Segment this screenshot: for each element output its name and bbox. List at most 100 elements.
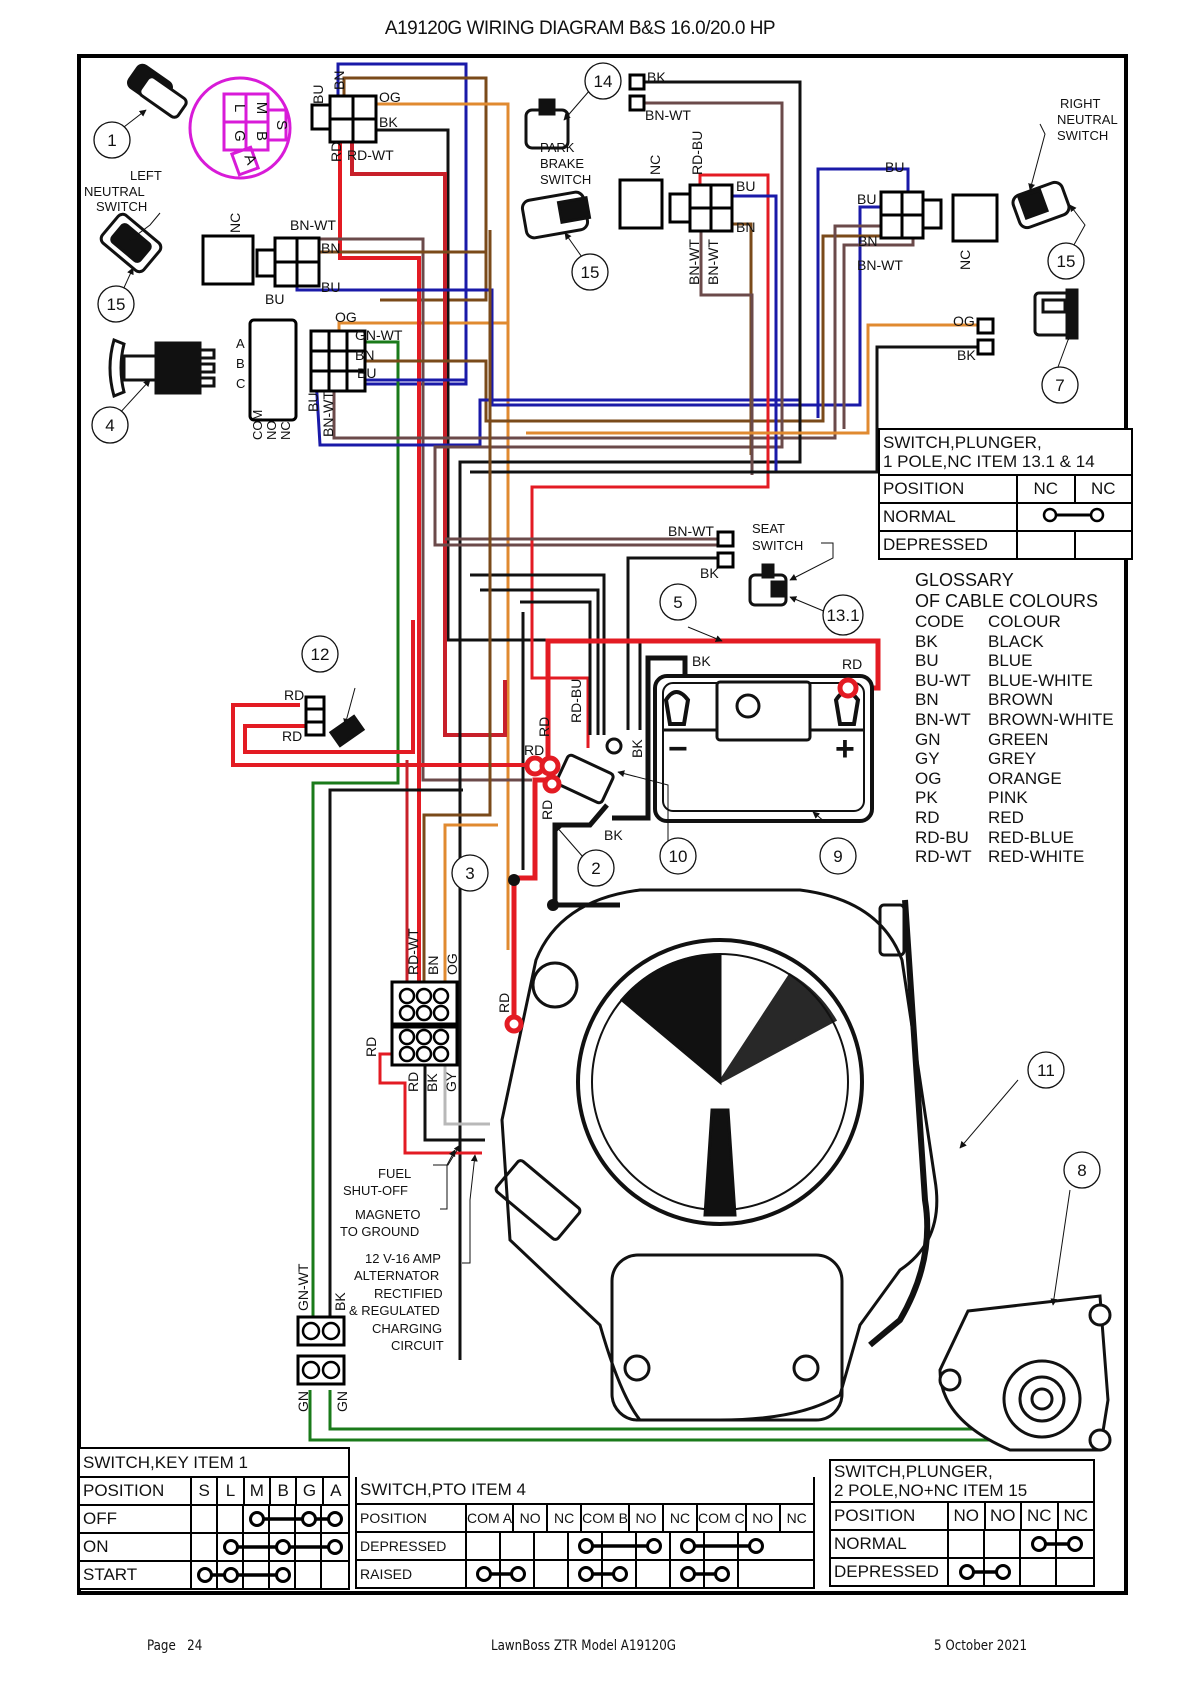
contact-point [959, 1564, 975, 1580]
pto-switch-contacts [465, 1559, 815, 1589]
p1-h-position: POSITION [878, 474, 1018, 504]
wire-bk-alt [328, 788, 463, 1343]
key-switch-contacts [190, 1532, 350, 1562]
contact-point [578, 1566, 594, 1582]
label-clutch-gn1: GN [295, 1391, 311, 1412]
magneto-label-1: MAGNETO [355, 1207, 421, 1222]
pto-pin-com: COM [250, 410, 265, 440]
label-starter-rd: RD [496, 993, 512, 1013]
pto-switch-row-label: RAISED [355, 1559, 467, 1589]
plunger-2pole-header-cell: POSITION [829, 1501, 949, 1531]
park-brake-switch-icon [520, 98, 592, 240]
label-key-rd: RD [328, 142, 344, 162]
wire-bu-pto2 [314, 377, 800, 447]
label-rn-bu: BU [857, 191, 876, 207]
key-switch-header-cell: M [242, 1476, 271, 1506]
contact-point [612, 1566, 628, 1582]
term-m: M [253, 102, 270, 115]
label-rn-bnwt: BN-WT [857, 257, 903, 273]
pto-switch-header-cell: NO [512, 1503, 549, 1533]
contact-point [327, 1511, 343, 1527]
glossary-code: GN [915, 729, 941, 749]
glossary-code: RD [915, 807, 940, 827]
key-switch-row: START [78, 1560, 350, 1590]
callout-12: 12 [311, 645, 330, 664]
wire-gy-eng [443, 1058, 490, 1126]
engine-icon [494, 888, 939, 1422]
label-bat-rd: RD [842, 656, 862, 672]
contact-point [275, 1567, 291, 1583]
label-sol-rdbu: RD-BU [568, 679, 584, 723]
term-g: G [231, 130, 248, 142]
wires [231, 62, 1046, 1442]
plunger-1pole-title: SWITCH,PLUNGER,1 POLE,NC ITEM 13.1 & 14 [878, 428, 1133, 476]
glossary-colour: RED-BLUE [988, 827, 1074, 847]
wire-gn-clutch1 [308, 1390, 1033, 1442]
glossary-code: BK [915, 631, 938, 651]
label-rn-bn: BN [858, 233, 877, 249]
rn-switch-body [951, 193, 999, 243]
plunger-2pole-row-label: DEPRESSED [829, 1557, 949, 1587]
p1-normal-contacts [1016, 502, 1133, 532]
contact-point [301, 1511, 317, 1527]
glossary-row: BU BLUE [915, 651, 1114, 671]
key-switch-row-label: ON [78, 1532, 192, 1562]
callout-10: 10 [669, 847, 688, 866]
label-pb-rdbu: RD-BU [689, 131, 705, 175]
key-switch-icon [127, 63, 188, 119]
plunger-2pole-header-cell: NO [947, 1501, 986, 1531]
key-switch-header-cell: G [295, 1476, 324, 1506]
callout-3: 3 [465, 864, 474, 883]
alt-label-5: CHARGING [372, 1321, 442, 1336]
wire-bk-battery [612, 655, 688, 821]
label-c12-rd2: RD [282, 728, 302, 744]
callout-circles [91, 62, 1101, 1189]
wire-labels: BU BN OG BK RD RD-WT NC BN-WT BN BU BU O… [227, 69, 976, 1412]
glossary-colour: GREEN [988, 729, 1049, 749]
seat-switch-label-2: SWITCH [752, 538, 803, 553]
glossary-code: BU [915, 651, 939, 671]
callout-8: 8 [1077, 1161, 1086, 1180]
wire-bk-bundle2 [480, 588, 600, 735]
pto-switch-contacts [465, 1531, 815, 1561]
glossary-colour: BLUE [988, 651, 1033, 671]
alt-connector [296, 1315, 346, 1347]
label-key-bn: BN [331, 71, 347, 90]
glossary-colour: BROWN [988, 690, 1054, 710]
right-neutral-label-3: SWITCH [1057, 128, 1108, 143]
label-eng-rd: RD [405, 1072, 421, 1092]
plunger-1pole-table: SWITCH,PLUNGER,1 POLE,NC ITEM 13.1 & 14 … [878, 428, 1133, 560]
callout-11: 11 [1037, 1061, 1055, 1080]
glossary-colour: GREY [988, 749, 1037, 769]
contact-diagram [216, 1534, 343, 1560]
key-switch-header-cell: B [268, 1476, 298, 1506]
glossary-header-colour: COLOUR [988, 612, 1061, 631]
footer-page: Page 24 [147, 1638, 202, 1654]
glossary-code: RD-WT [915, 847, 972, 867]
alt-label-2: ALTERNATOR [354, 1268, 439, 1283]
key-switch-row-label: START [78, 1560, 192, 1590]
glossary-code: BN-WT [915, 709, 971, 729]
wire-rd-12a [231, 703, 532, 767]
key-switch-header-cell: L [216, 1476, 245, 1506]
wire-bk-seat [626, 556, 722, 730]
park-brake-label-3: SWITCH [540, 172, 591, 187]
pto-switch-header-cell: COM C [696, 1503, 747, 1533]
hm-term-bk [976, 338, 995, 356]
battery-positive: + [835, 730, 855, 768]
label-ln-bn: BN [321, 240, 340, 256]
plunger-2pole-title: SWITCH,PLUNGER,2 POLE,NO+NC ITEM 15 [829, 1459, 1095, 1503]
contact-point [995, 1564, 1011, 1580]
callout-14: 14 [594, 72, 613, 91]
c12-connector [304, 695, 326, 737]
battery-negative: − [668, 730, 688, 768]
label-eng-bn: BN [425, 956, 441, 975]
label-seat-bnwt: BN-WT [668, 523, 714, 539]
wire-bnwt-14 [433, 101, 784, 547]
plunger-2pole-row: NORMAL [829, 1529, 1095, 1559]
label-pto-og: OG [335, 309, 357, 325]
callout-4: 4 [105, 416, 114, 435]
key-switch-row-label: OFF [78, 1504, 192, 1534]
contact-point [249, 1511, 265, 1527]
